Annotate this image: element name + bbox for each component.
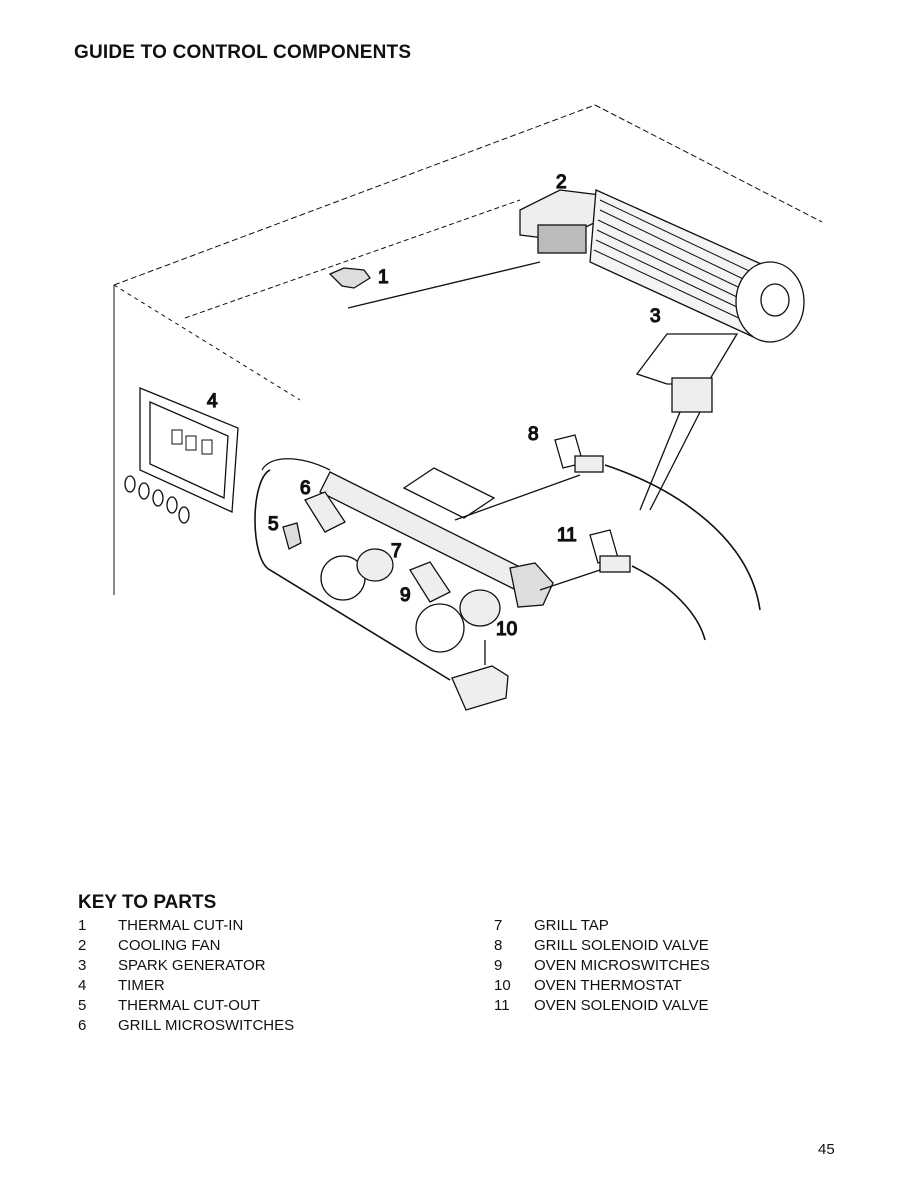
diagram-label-3: 3 (650, 306, 661, 327)
diagram-label-1: 1 (378, 267, 389, 288)
page-title: GUIDE TO CONTROL COMPONENTS (74, 42, 412, 63)
part-name: GRILL SOLENOID VALVE (534, 937, 709, 954)
part-number: 1 (78, 917, 87, 934)
part-row: 1 THERMAL CUT-IN (78, 916, 294, 936)
part-name: SPARK GENERATOR (118, 957, 266, 974)
diagram-label-9: 9 (400, 585, 411, 606)
part-row: 11 OVEN SOLENOID VALVE (494, 996, 710, 1016)
part-row: 7 GRILL TAP (494, 916, 710, 936)
part-number: 11 (494, 997, 510, 1014)
page-number: 45 (818, 1141, 835, 1158)
part-name: THERMAL CUT-IN (118, 917, 244, 934)
oven-solenoid-valve-part (539, 529, 706, 641)
spark-generator-part (635, 333, 739, 511)
part-row: 3 SPARK GENERATOR (78, 956, 294, 976)
part-number: 8 (494, 937, 503, 954)
part-name: OVEN MICROSWITCHES (534, 957, 710, 974)
part-name: COOLING FAN (118, 937, 221, 954)
part-name: OVEN THERMOSTAT (534, 977, 682, 994)
part-number: 9 (494, 957, 503, 974)
timer-part (124, 387, 239, 524)
part-name: TIMER (118, 977, 165, 994)
part-row: 10 OVEN THERMOSTAT (494, 976, 710, 996)
part-number: 6 (78, 1017, 87, 1034)
diagram-label-7: 7 (391, 541, 402, 562)
cooling-fan-part (519, 189, 805, 343)
part-number: 7 (494, 917, 503, 934)
control-components-diagram: 1 2 3 4 5 6 7 8 9 10 11 (113, 104, 823, 711)
key-title: KEY TO PARTS (78, 892, 217, 913)
parts-list-left: 1 THERMAL CUT-IN 2 COOLING FAN 3 SPARK GENE… (78, 916, 294, 1036)
diagram-label-6: 6 (300, 478, 311, 499)
part-row: 5 THERMAL CUT-OUT (78, 996, 294, 1016)
part-name: GRILL TAP (534, 917, 609, 934)
part-name: GRILL MICROSWITCHES (118, 1017, 295, 1034)
part-number: 2 (78, 937, 87, 954)
diagram-label-5: 5 (268, 514, 279, 535)
diagram-label-10: 10 (496, 619, 517, 640)
grill-solenoid-valve-part (454, 434, 761, 611)
diagram-label-8: 8 (528, 424, 539, 445)
part-number: 4 (78, 977, 87, 994)
diagram-label-11: 11 (557, 525, 577, 546)
diagram-label-2: 2 (556, 172, 567, 193)
part-row: 6 GRILL MICROSWITCHES (78, 1016, 294, 1036)
part-row: 8 GRILL SOLENOID VALVE (494, 936, 710, 956)
timer-buttons (124, 475, 190, 524)
thermal-cut-in-part (328, 261, 541, 309)
cabinet-outline (113, 104, 823, 595)
part-name: THERMAL CUT-OUT (118, 997, 260, 1014)
part-name: OVEN SOLENOID VALVE (534, 997, 709, 1014)
part-number: 3 (78, 957, 87, 974)
part-row: 9 OVEN MICROSWITCHES (494, 956, 710, 976)
part-number: 10 (494, 977, 511, 994)
part-row: 2 COOLING FAN (78, 936, 294, 956)
parts-list-right: 7 GRILL TAP 8 GRILL SOLENOID VALVE 9 OVEN M… (494, 916, 710, 1016)
part-number: 5 (78, 997, 87, 1014)
part-row: 4 TIMER (78, 976, 294, 996)
gas-rail-assembly (254, 458, 554, 711)
diagram-label-4: 4 (207, 391, 218, 412)
